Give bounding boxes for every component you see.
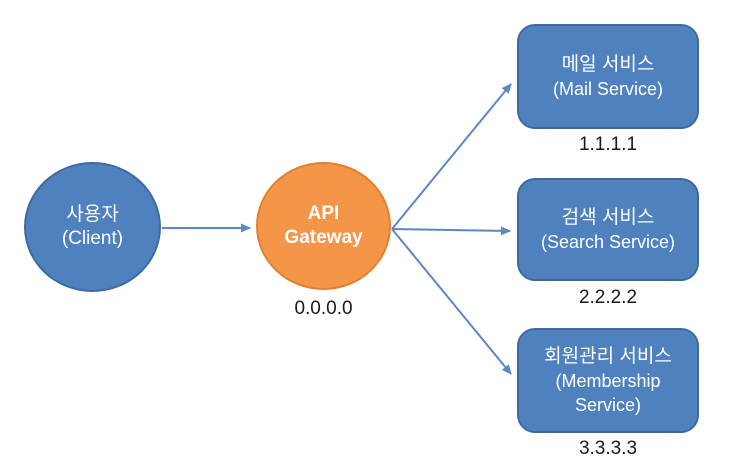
mail-service-node: 메일 서비스 (Mail Service) <box>517 24 699 129</box>
edge-gateway-to-mail-service <box>391 83 512 230</box>
client-label-en: (Client) <box>61 228 124 249</box>
mail-service-label-en: (Mail Service) <box>552 78 663 99</box>
membership-service-label-en: (Membership Service) <box>555 370 661 415</box>
edge-gateway-to-search-service <box>391 226 511 236</box>
search-service-node: 검색 서비스 (Search Service) <box>517 178 699 281</box>
gateway-label-line2: Gateway <box>284 227 363 248</box>
membership-service-ip: 3.3.3.3 <box>578 438 638 459</box>
client-label-ko: 사용자 <box>66 204 119 225</box>
edge-gateway-to-membership-service <box>391 228 512 375</box>
gateway-ip: 0.0.0.0 <box>294 298 353 319</box>
client-node: 사용자 (Client) <box>24 162 161 292</box>
mail-service-ip: 1.1.1.1 <box>578 134 638 155</box>
search-service-label-ko: 검색 서비스 <box>561 206 655 228</box>
gateway-label-line1: API <box>307 203 340 224</box>
api-gateway-node: API Gateway <box>256 162 391 290</box>
membership-service-node: 회원관리 서비스 (Membership Service) <box>517 328 699 433</box>
search-service-ip: 2.2.2.2 <box>578 287 638 308</box>
membership-service-label-ko: 회원관리 서비스 <box>544 345 672 367</box>
search-service-label-en: (Search Service) <box>540 231 676 252</box>
mail-service-label-ko: 메일 서비스 <box>561 53 655 75</box>
